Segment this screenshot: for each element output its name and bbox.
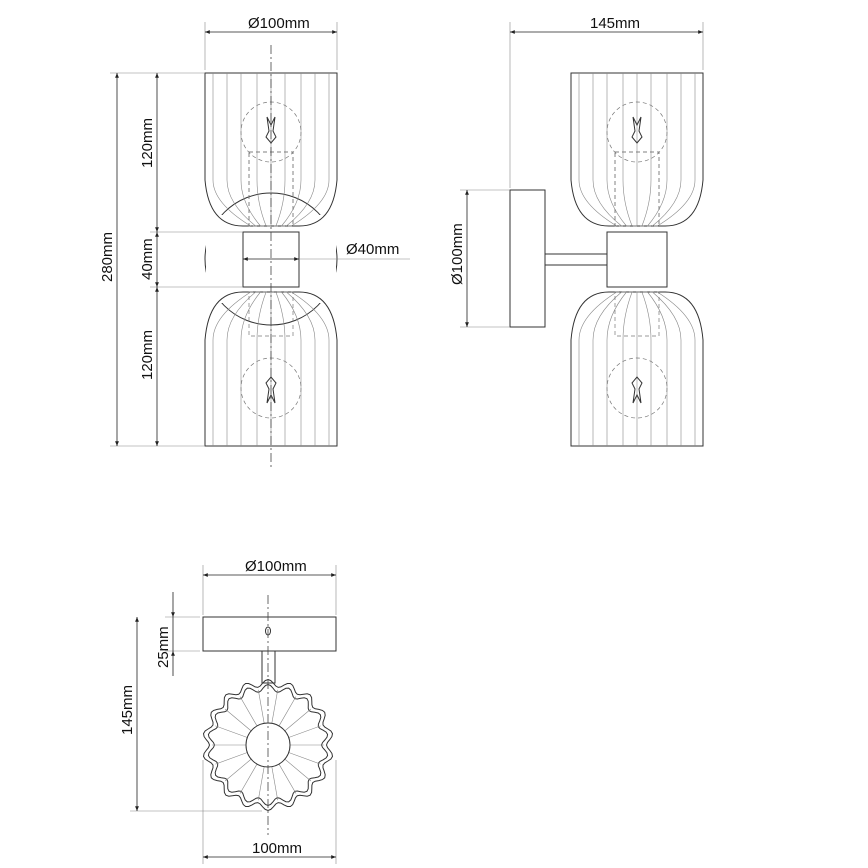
- backplate-diameter-label: Ø100mm: [449, 223, 466, 285]
- bulb: [606, 357, 668, 419]
- lower-shade-label: 120mm: [139, 330, 156, 380]
- arm: [261, 650, 276, 684]
- front-view: Ø100mm 280mm 120mm 40mm 120mm Ø40mm: [99, 15, 410, 468]
- backplate: [509, 189, 546, 328]
- shade-width-label: 100mm: [252, 840, 302, 857]
- lower-shade: [570, 291, 704, 447]
- depth-label: 145mm: [590, 15, 640, 32]
- side-view: 145mm Ø100mm: [449, 15, 704, 447]
- width-label: Ø100mm: [248, 15, 310, 32]
- projection-label: 145mm: [119, 685, 136, 735]
- total-height-label: 280mm: [99, 232, 116, 282]
- shade-bottom: [202, 678, 334, 812]
- backplate-depth-label: 25mm: [155, 626, 172, 668]
- shades: [570, 72, 704, 447]
- bottom-view: Ø100mm 25mm 145mm 100mm: [119, 558, 337, 864]
- upper-shade: [570, 72, 704, 227]
- collar-diameter-label: Ø40mm: [346, 241, 399, 258]
- bulb: [606, 101, 668, 163]
- arm: [544, 253, 608, 266]
- collar-height-label: 40mm: [139, 238, 156, 280]
- collar: [606, 231, 668, 288]
- backplate-diameter-label: Ø100mm: [245, 558, 307, 575]
- upper-shade-label: 120mm: [139, 118, 156, 168]
